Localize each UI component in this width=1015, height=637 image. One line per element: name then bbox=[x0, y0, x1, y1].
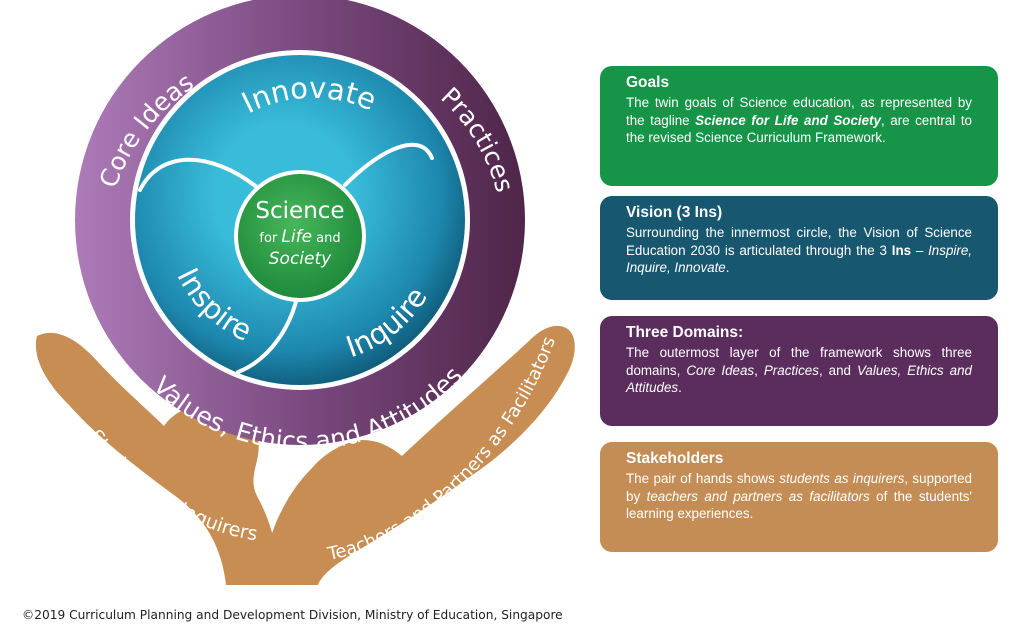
goals-text: The twin goals of Science education, as … bbox=[626, 95, 972, 146]
stakeholders-title: Stakeholders bbox=[626, 450, 724, 467]
core-line-1: Science bbox=[255, 198, 344, 224]
domains-title: Three Domains: bbox=[626, 324, 744, 341]
science-curriculum-framework-diagram: Science for Life and Society Core Ideas … bbox=[35, 0, 575, 585]
stakeholders-text: The pair of hands shows students as inqu… bbox=[626, 471, 972, 522]
stakeholders-card: Stakeholders The pair of hands shows stu… bbox=[600, 442, 998, 552]
domains-text: The outermost layer of the framework sho… bbox=[626, 345, 972, 396]
left-hand bbox=[35, 332, 283, 585]
core-line-2: for Life and bbox=[259, 227, 340, 247]
vision-title: Vision (3 Ins) bbox=[626, 204, 723, 221]
domains-card: Three Domains: The outermost layer of th… bbox=[600, 316, 998, 426]
copyright-footer: ©2019 Curriculum Planning and Developmen… bbox=[22, 608, 563, 622]
goals-title: Goals bbox=[626, 74, 670, 91]
vision-card: Vision (3 Ins) Surrounding the innermost… bbox=[600, 196, 998, 300]
core-line-3: Society bbox=[269, 249, 332, 269]
core-circle bbox=[238, 174, 362, 298]
vision-text: Surrounding the innermost circle, the Vi… bbox=[626, 225, 972, 276]
supporting-hands bbox=[35, 325, 575, 585]
right-hand bbox=[262, 325, 575, 585]
goals-card: Goals The twin goals of Science educatio… bbox=[600, 66, 998, 186]
